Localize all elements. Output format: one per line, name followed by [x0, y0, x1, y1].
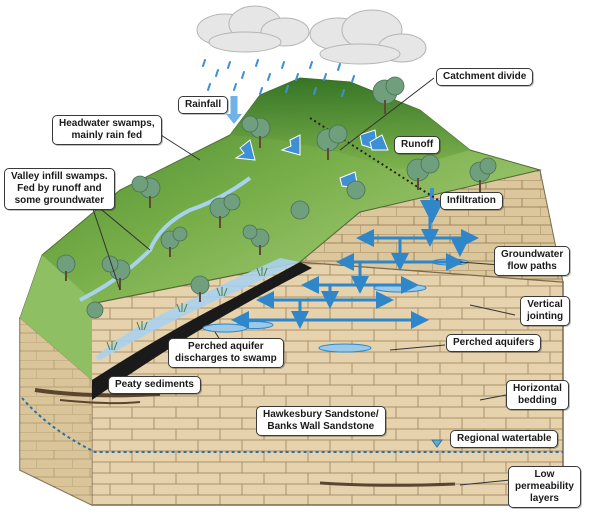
- label-perched-aquifer-discharge: Perched aquifer discharges to swamp: [168, 338, 284, 368]
- label-peaty-sediments-text: Peaty sediments: [115, 379, 194, 390]
- label-infiltration-text: Infiltration: [447, 195, 496, 206]
- cloud-left: [196, 5, 310, 53]
- label-sandstone-line2: Banks Wall Sandstone: [267, 421, 375, 432]
- regional-watertable-line: [21, 397, 563, 453]
- label-valley-infill-line3: some groundwater: [14, 195, 105, 206]
- stream: [79, 176, 252, 302]
- leader-lines: [89, 77, 516, 486]
- rain-drops: [202, 59, 355, 97]
- label-catchment-divide-text: Catchment divide: [443, 71, 527, 82]
- label-headwater-swamps: Headwater swamps, mainly rain fed: [52, 115, 162, 145]
- label-perched-aquifers-text: Perched aquifers: [453, 337, 535, 348]
- label-perched-discharge-line1: Perched aquifer: [188, 341, 264, 352]
- label-headwater-swamps-line1: Headwater swamps,: [59, 118, 155, 129]
- label-valley-infill-line2: Fed by runoff and: [17, 183, 102, 194]
- swamp-grass: [106, 267, 268, 351]
- label-vertical-jointing: Vertical jointing: [520, 296, 571, 326]
- label-perched-aquifers: Perched aquifers: [446, 334, 542, 352]
- label-peaty-sediments: Peaty sediments: [108, 376, 201, 394]
- label-valley-infill-line1: Valley infill swamps.: [11, 171, 108, 182]
- label-rainfall-text: Rainfall: [185, 99, 222, 110]
- cloud-right: [309, 9, 427, 65]
- label-sandstone-line1: Hawkesbury Sandstone/: [263, 409, 379, 420]
- label-horizontal-bedding: Horizontal bedding: [506, 380, 569, 410]
- label-regional-watertable: Regional watertable: [450, 430, 559, 448]
- label-groundwater-line2: flow paths: [507, 261, 557, 272]
- label-horizontal-bedding-line2: bedding: [518, 395, 557, 406]
- label-catchment-divide: Catchment divide: [436, 68, 534, 86]
- label-rainfall: Rainfall: [178, 96, 229, 114]
- label-low-permeability: Low permeability layers: [508, 466, 581, 508]
- label-runoff: Runoff: [394, 136, 441, 154]
- rainfall-arrow-head: [226, 114, 242, 124]
- label-infiltration: Infiltration: [440, 192, 503, 210]
- label-vertical-jointing-line1: Vertical: [527, 299, 563, 310]
- label-runoff-text: Runoff: [401, 139, 434, 150]
- label-headwater-swamps-line2: mainly rain fed: [71, 130, 143, 141]
- label-low-perm-line3: layers: [530, 493, 559, 504]
- label-groundwater-line1: Groundwater: [501, 249, 564, 260]
- trees: [56, 76, 497, 319]
- label-vertical-jointing-line2: jointing: [527, 311, 564, 322]
- label-low-perm-line1: Low: [534, 469, 555, 480]
- label-sandstone: Hawkesbury Sandstone/ Banks Wall Sandsto…: [256, 406, 386, 436]
- label-low-perm-line2: permeability: [515, 481, 574, 492]
- label-perched-discharge-line2: discharges to swamp: [175, 353, 277, 364]
- swamp-water: [95, 258, 300, 360]
- groundwater-flow-paths: [231, 215, 479, 329]
- label-valley-infill: Valley infill swamps. Fed by runoff and …: [4, 168, 115, 210]
- watertable-marker-icon: [431, 439, 443, 448]
- label-regional-watertable-text: Regional watertable: [457, 433, 552, 444]
- runoff-arrows: [234, 129, 389, 189]
- label-groundwater-flow-paths: Groundwater flow paths: [494, 246, 571, 276]
- label-horizontal-bedding-line1: Horizontal: [513, 383, 562, 394]
